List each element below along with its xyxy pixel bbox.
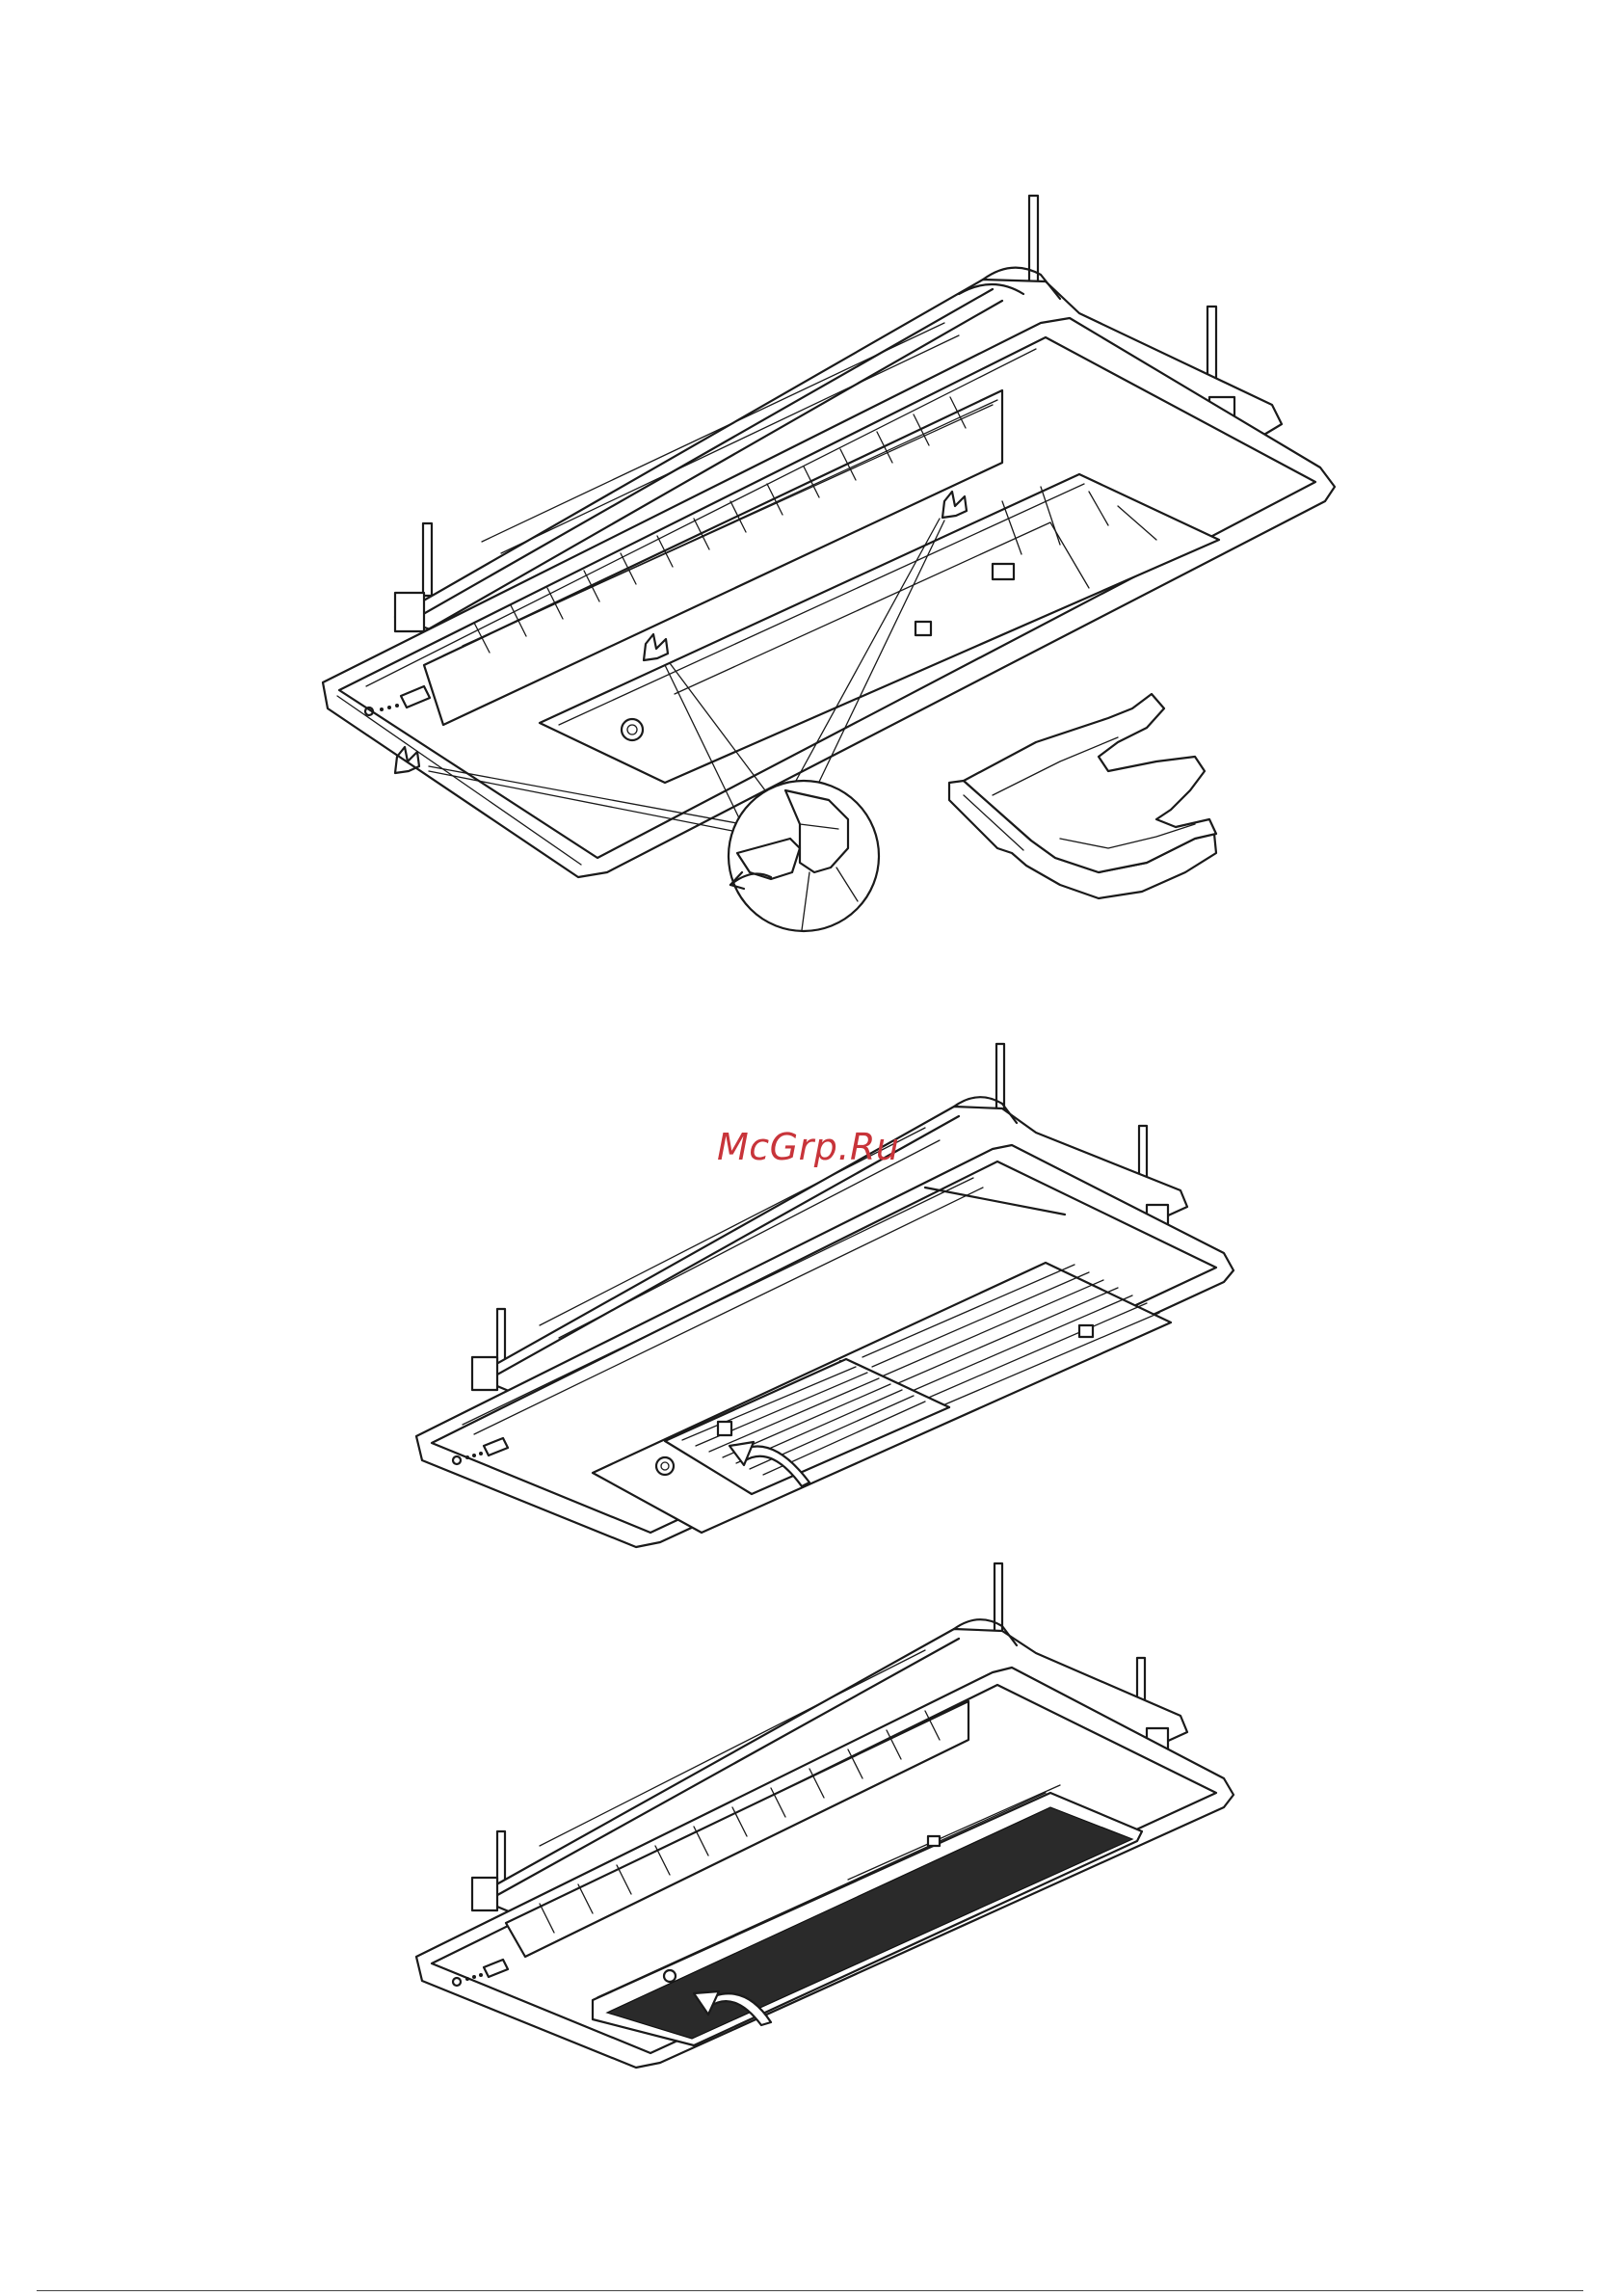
footer-rule [37, 2290, 1583, 2291]
watermark-text: McGrp.Ru [717, 1126, 899, 1168]
figure-step-3 [0, 0, 1618, 2121]
